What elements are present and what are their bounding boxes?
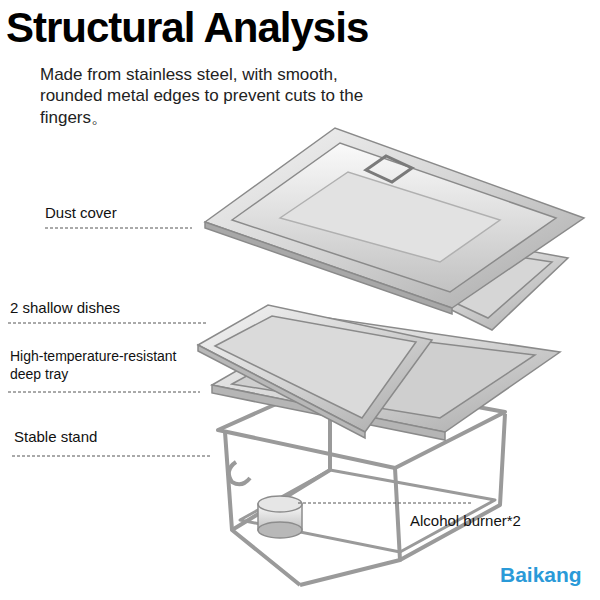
- description-note: Made from stainless steel, with smooth, …: [40, 64, 385, 128]
- part-name: 2 shallow dishes: [10, 299, 200, 318]
- dust-cover: [205, 128, 584, 314]
- shallow-dish: [198, 305, 432, 438]
- part-name: Dust cover: [45, 204, 185, 223]
- watermark: Baikang: [500, 562, 595, 588]
- part-name: High-temperature-resistant deep tray: [10, 348, 195, 383]
- part-name: Alcohol burner*2: [410, 512, 595, 531]
- leader-lines: [8, 228, 472, 503]
- part-name: Stable stand: [14, 428, 194, 447]
- title: Structural Analysis: [6, 2, 368, 55]
